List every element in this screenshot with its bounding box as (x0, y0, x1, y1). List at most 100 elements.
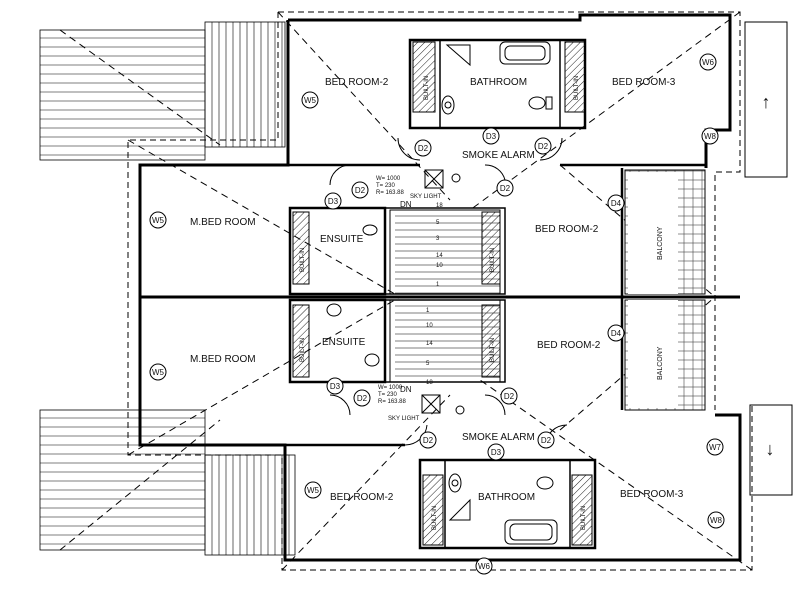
tag-d4-6: D4 (607, 194, 625, 212)
tag-d2-9: D2 (353, 389, 371, 407)
deck-bottom-left (39, 409, 296, 556)
tag-d3-1: D3 (482, 127, 500, 145)
skylight-top-spec-3: R= 163.88 (376, 190, 405, 196)
fixtures (326, 41, 558, 545)
stair-number-bottom-2: 14 (426, 341, 433, 347)
svg-text:D2: D2 (504, 392, 515, 401)
stair-number-top-1: 5 (436, 220, 440, 226)
svg-text:D2: D2 (500, 184, 511, 193)
svg-text:W8: W8 (704, 132, 717, 141)
tag-w6-22: W6 (475, 557, 493, 575)
svg-text:D2: D2 (355, 186, 366, 195)
skylight-bottom-spec-2: T= 230 (378, 392, 398, 398)
skylight-bottom-spec-3: R= 163.88 (378, 399, 407, 405)
room-bed2-right-bottom: BED ROOM-2 (537, 340, 601, 351)
deck-top-left (39, 21, 286, 161)
svg-text:D4: D4 (611, 329, 622, 338)
svg-text:D2: D2 (538, 142, 549, 151)
svg-text:W5: W5 (152, 216, 165, 225)
tag-w8-21: W8 (707, 511, 725, 529)
smoke-alarm-top-icon (451, 173, 461, 183)
tag-d4-7: D4 (607, 324, 625, 342)
stair-number-top-3: 14 (436, 253, 443, 259)
tag-w5-18: W5 (149, 363, 167, 381)
tag-w7-20: W7 (706, 438, 724, 456)
tag-d2-4: D2 (496, 179, 514, 197)
tag-w6-16: W6 (699, 53, 717, 71)
skylight-top-spec-2: T= 230 (376, 183, 396, 189)
room-bathroom-bottom: BATHROOM (478, 492, 535, 503)
tag-w5-14: W5 (149, 211, 167, 229)
stair-number-top-0: 18 (436, 203, 443, 209)
interior-walls (285, 38, 706, 550)
room-balcony-top: BALCONY (657, 226, 664, 260)
room-bathroom-top: BATHROOM (470, 77, 527, 88)
stair-number-bottom-4: 18 (426, 380, 433, 386)
tag-d2-2: D2 (534, 137, 552, 155)
skylight-top (424, 169, 444, 189)
svg-text:D3: D3 (330, 382, 341, 391)
tag-d2-10: D2 (500, 387, 518, 405)
room-bed3-top: BED ROOM-3 (612, 77, 676, 88)
svg-text:D4: D4 (611, 199, 622, 208)
svg-text:W6: W6 (478, 562, 491, 571)
smoke-alarm-bottom-icon (455, 405, 465, 415)
svg-text:D3: D3 (491, 448, 502, 457)
skylight-top-label: SKY LIGHT (410, 194, 442, 200)
svg-text:D2: D2 (418, 144, 429, 153)
builtin-label-6: BUILT-IN (490, 338, 496, 362)
svg-text:W8: W8 (710, 516, 723, 525)
tag-d3-12: D3 (487, 443, 505, 461)
room-balcony-bottom: BALCONY (657, 346, 664, 380)
room-bed2-right-top: BED ROOM-2 (535, 224, 599, 235)
svg-text:W6: W6 (702, 58, 715, 67)
room-bed2-top: BED ROOM-2 (325, 77, 389, 88)
svg-text:D2: D2 (357, 394, 368, 403)
right-access-top: ↑ (744, 21, 788, 178)
builtin-label-8: BUILT-IN (581, 506, 587, 530)
room-bed2-bottom: BED ROOM-2 (330, 492, 394, 503)
stair-number-bottom-1: 10 (426, 323, 433, 329)
room-ensuite-bottom: ENSUITE (322, 337, 366, 348)
svg-text:D3: D3 (486, 132, 497, 141)
stair-number-top-5: 1 (436, 282, 440, 288)
svg-text:D2: D2 (423, 436, 434, 445)
stair-number-bottom-3: 5 (426, 361, 430, 367)
up-arrow-icon: ↑ (762, 92, 771, 112)
tag-d2-13: D2 (537, 431, 555, 449)
tag-w5-19: W5 (304, 481, 322, 499)
stair-number-bottom-0: 1 (426, 308, 430, 314)
builtin-label-5: BUILT-IN (300, 338, 306, 362)
stair-number-top-2: 3 (436, 236, 440, 242)
svg-text:D2: D2 (541, 436, 552, 445)
tag-d3-5: D3 (324, 192, 342, 210)
room-mbed-top: M.BED ROOM (190, 217, 256, 228)
skylight-top-spec-1: W= 1000 (376, 176, 401, 182)
svg-text:W7: W7 (709, 443, 722, 452)
builtin-label-7: BUILT-IN (432, 506, 438, 530)
builtin-label-1: BUILT-IN (424, 76, 430, 100)
svg-text:W5: W5 (307, 486, 320, 495)
tag-d2-11: D2 (419, 431, 437, 449)
smoke-alarm-top-label: SMOKE ALARM (462, 150, 535, 161)
stair-number-top-4: 10 (436, 263, 443, 269)
skylight-bottom-spec-1: W= 1000 (378, 385, 403, 391)
svg-text:D3: D3 (328, 197, 339, 206)
dn-top-label: DN (400, 200, 412, 209)
tag-w8-17: W8 (701, 127, 719, 145)
down-arrow-icon: ↓ (766, 439, 775, 459)
builtins (292, 41, 593, 546)
tag-d3-8: D3 (326, 377, 344, 395)
svg-text:W5: W5 (152, 368, 165, 377)
tag-w5-15: W5 (301, 91, 319, 109)
svg-text:W5: W5 (304, 96, 317, 105)
builtin-label-3: BUILT-IN (300, 248, 306, 272)
tag-d2-0: D2 (414, 139, 432, 157)
smoke-alarm-bottom-label: SMOKE ALARM (462, 432, 535, 443)
skylight-bottom-label: SKY LIGHT (388, 416, 420, 422)
room-mbed-bottom: M.BED ROOM (190, 354, 256, 365)
builtin-label-2: BUILT-IN (574, 76, 580, 100)
builtin-label-4: BUILT-IN (490, 248, 496, 272)
skylight-bottom (421, 394, 441, 414)
